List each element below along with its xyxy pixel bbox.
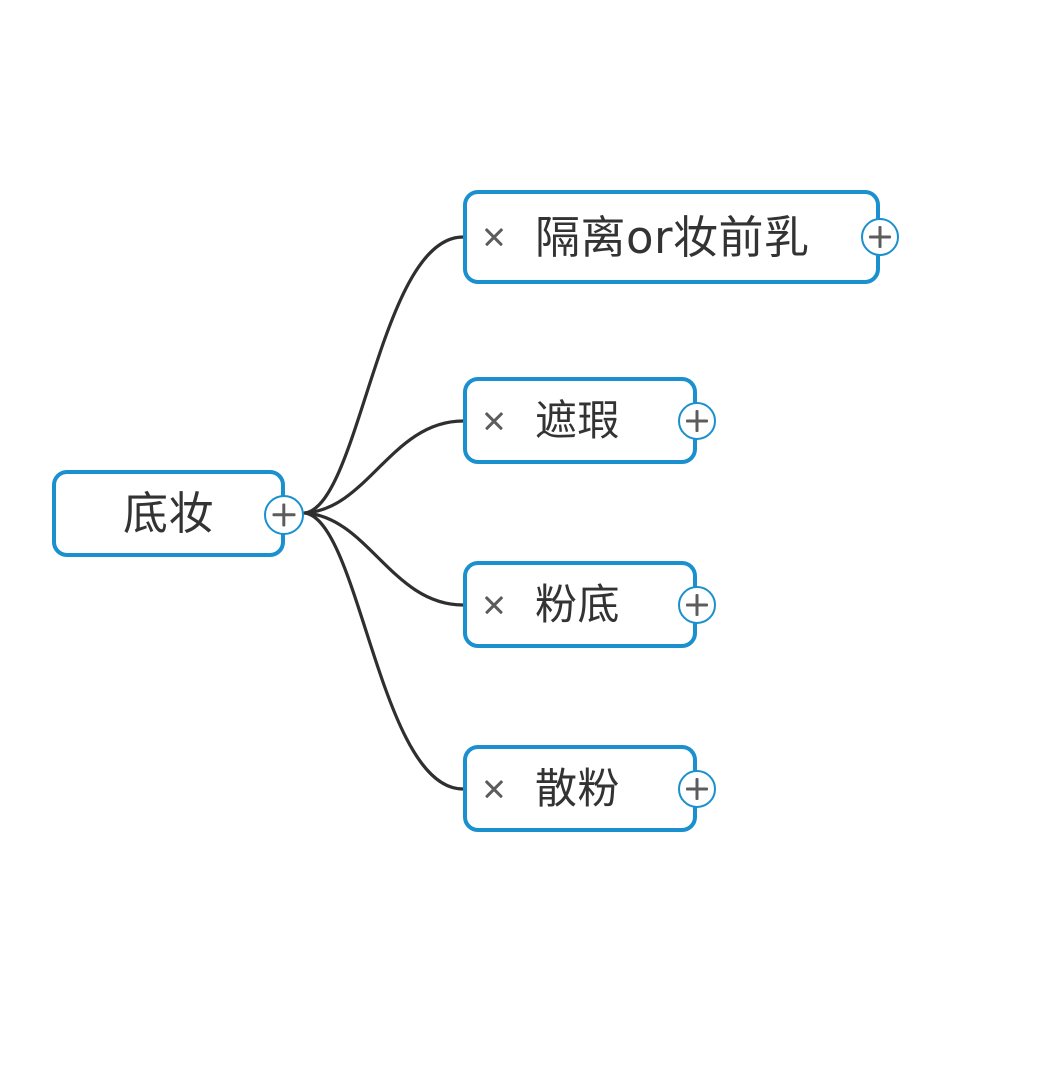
close-icon[interactable] [481, 408, 507, 434]
connector-to-node-1 [303, 235, 465, 515]
mindmap-node-child-4[interactable]: 散粉 [463, 745, 716, 832]
close-icon[interactable] [481, 224, 507, 250]
node-label: 隔离or妆前乳 [535, 210, 810, 264]
close-icon[interactable] [481, 776, 507, 802]
plus-icon[interactable] [678, 769, 716, 808]
node-label: 底妆 [122, 487, 214, 540]
plus-icon[interactable] [678, 401, 716, 440]
plus-icon[interactable] [861, 218, 899, 256]
mindmap-node-root[interactable]: 底妆 [52, 470, 304, 557]
mindmap-node-child-1[interactable]: 隔离or妆前乳 [463, 190, 899, 284]
mindmap-node-child-3[interactable]: 粉底 [463, 561, 716, 648]
plus-icon[interactable] [264, 494, 304, 535]
connector-to-node-2 [303, 419, 465, 515]
node-label: 遮瑕 [535, 395, 621, 445]
close-icon[interactable] [481, 592, 507, 618]
plus-icon[interactable] [678, 585, 716, 624]
mindmap-node-child-2[interactable]: 遮瑕 [463, 377, 716, 464]
connector-to-node-4 [303, 511, 465, 791]
connector-to-node-3 [303, 511, 465, 607]
node-label: 散粉 [535, 763, 621, 813]
node-label: 粉底 [535, 579, 621, 629]
